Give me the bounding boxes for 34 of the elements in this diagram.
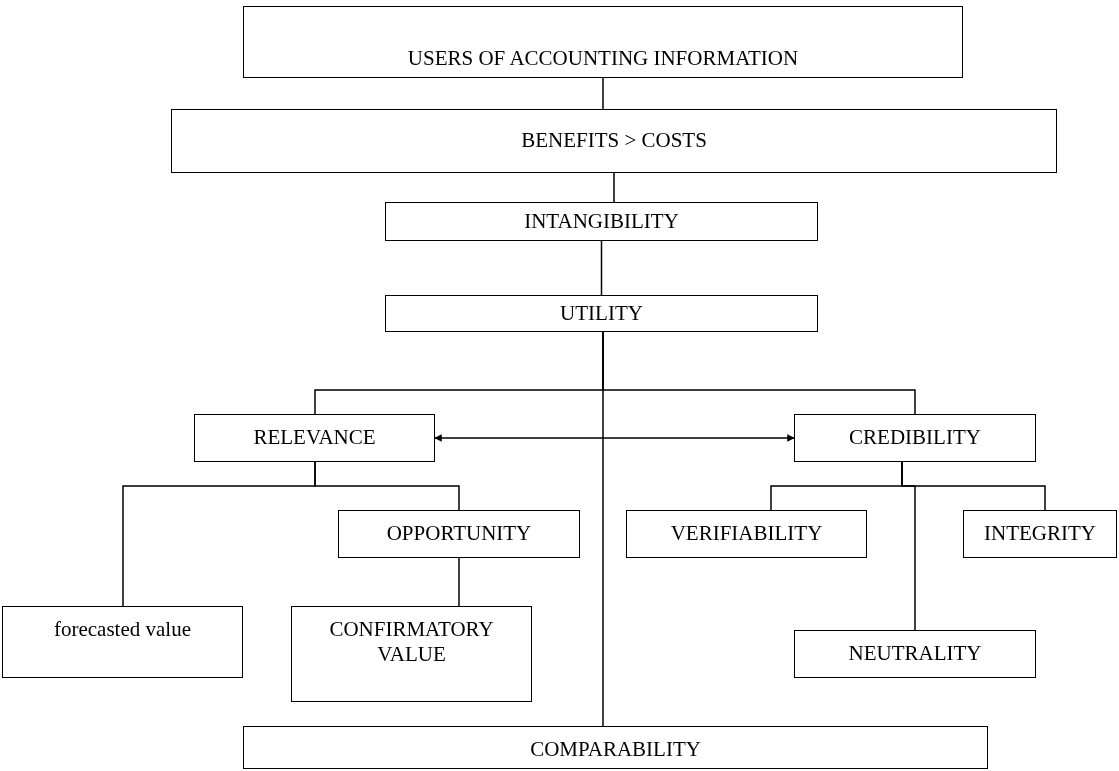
concept-box: [243, 6, 963, 78]
box-label: OPPORTUNITY: [386, 521, 532, 547]
concept-box: [194, 414, 435, 462]
concept-box: [794, 414, 1036, 462]
box-label: INTANGIBILITY: [524, 208, 679, 235]
box-label: RELEVANCE: [253, 425, 376, 451]
connector-line: [458, 557, 460, 607]
box-label: UTILITY: [560, 300, 643, 327]
concept-box: [171, 109, 1057, 173]
box-label: INTEGRITY: [984, 521, 1096, 547]
box-label: forecasted value: [54, 617, 191, 643]
box-label: CONFIRMATORY VALUE: [328, 617, 495, 668]
connector-line: [901, 461, 1046, 511]
box-label: CREDIBILITY: [849, 425, 981, 451]
concept-box: [291, 606, 532, 702]
concept-box: [243, 726, 988, 769]
box-label: VERIFIABILITY: [670, 521, 823, 547]
concept-box: [963, 510, 1117, 558]
box-label: COMPARABILITY: [530, 737, 701, 763]
concept-box: [385, 202, 818, 241]
concept-box: [2, 606, 243, 678]
concept-box: [338, 510, 580, 558]
connector-line: [613, 172, 615, 203]
connector-line: [600, 240, 603, 296]
box-label: USERS OF ACCOUNTING INFORMATION: [407, 45, 799, 71]
concept-box: [794, 630, 1036, 678]
connector-line: [602, 77, 604, 110]
connector-line: [602, 331, 604, 727]
box-label: BENEFITS > COSTS: [521, 128, 707, 154]
concept-box: [626, 510, 867, 558]
box-label: NEUTRALITY: [848, 641, 982, 667]
concept-box: [385, 295, 818, 332]
connector-line: [314, 461, 460, 511]
double-arrow: [434, 434, 795, 442]
